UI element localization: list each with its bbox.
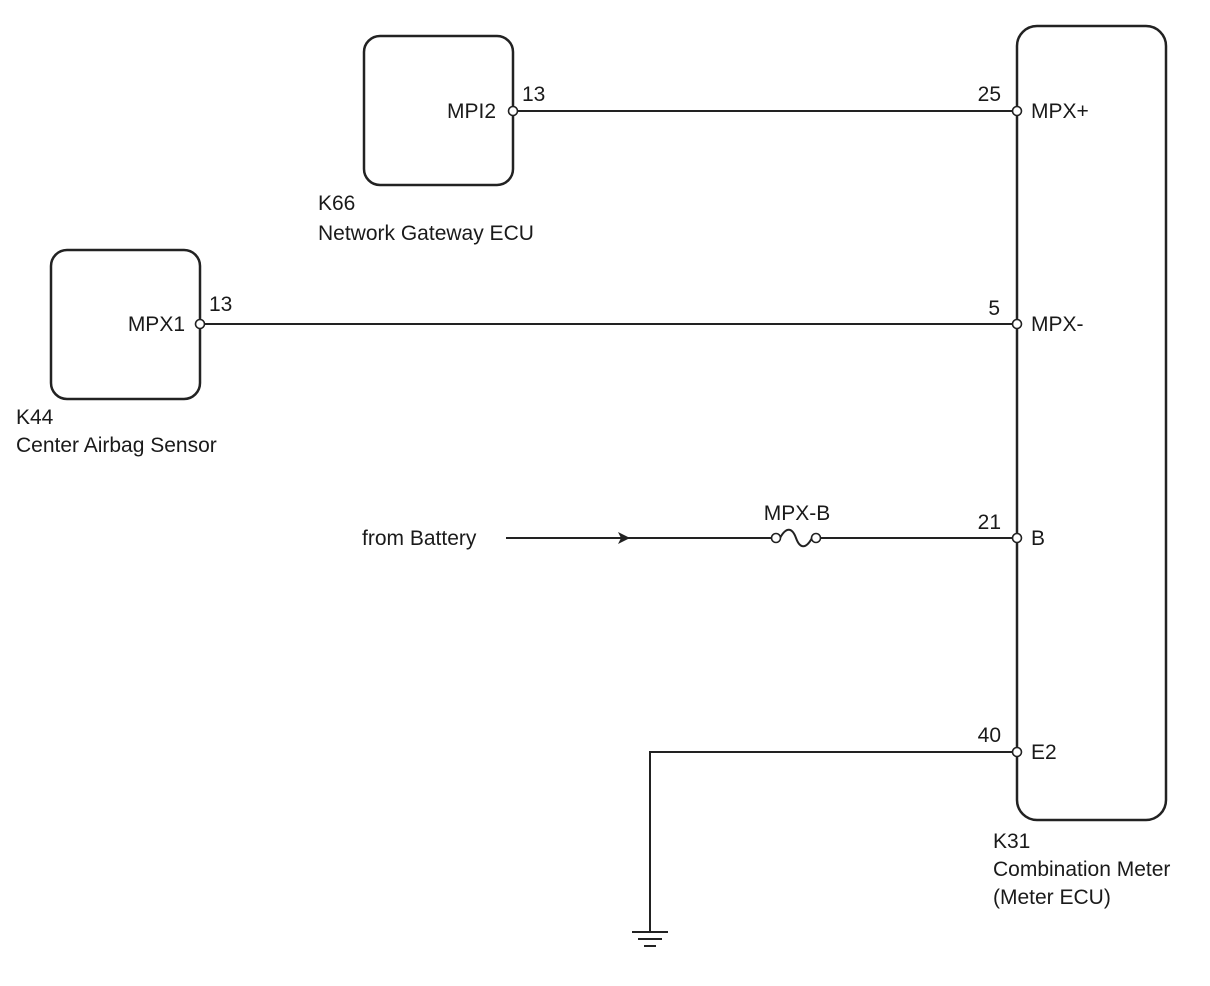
k44-pin-label: MPX1 xyxy=(128,313,185,336)
battery-source-label: from Battery xyxy=(362,527,477,550)
fuse-label: MPX-B xyxy=(764,502,831,525)
k31-id: K31 xyxy=(993,830,1030,853)
k44-pin-number: 13 xyxy=(209,293,232,316)
k66-pin-number: 13 xyxy=(522,83,545,106)
k31-combination-meter: MPX+ 25 MPX- 5 B 21 E2 40 K31 Combinatio… xyxy=(978,24,1170,909)
k31-pin-mpx-plus-number: 25 xyxy=(978,83,1001,106)
k66-pin-terminal xyxy=(507,105,519,117)
k44-name: Center Airbag Sensor xyxy=(16,434,217,457)
fuse-terminal-left xyxy=(770,532,782,544)
fuse-mpx-b: MPX-B xyxy=(764,502,831,548)
k31-pin-mpx-minus-number: 5 xyxy=(988,297,1000,320)
k31-pin-mpx-plus-terminal xyxy=(1011,105,1023,117)
k66-id: K66 xyxy=(318,192,355,215)
k31-pin-mpx-minus-terminal xyxy=(1011,318,1023,330)
k66-network-gateway-ecu: MPI2 13 K66 Network Gateway ECU xyxy=(318,34,545,245)
k31-pin-mpx-minus-label: MPX- xyxy=(1031,313,1084,336)
k44-center-airbag-sensor: MPX1 13 K44 Center Airbag Sensor xyxy=(16,248,232,457)
k31-pin-e2-label: E2 xyxy=(1031,741,1057,764)
fuse-terminal-right xyxy=(810,532,822,544)
k31-pin-b-number: 21 xyxy=(978,511,1001,534)
k31-name-line1: Combination Meter xyxy=(993,858,1170,881)
k31-name-line2: (Meter ECU) xyxy=(993,886,1111,909)
k66-name: Network Gateway ECU xyxy=(318,222,534,245)
k44-pin-terminal xyxy=(194,318,206,330)
k44-id: K44 xyxy=(16,406,54,429)
k31-pin-b-label: B xyxy=(1031,527,1045,550)
k31-box xyxy=(1015,24,1168,822)
k31-pin-e2-number: 40 xyxy=(978,724,1001,747)
fuse-icon xyxy=(779,528,813,548)
wire-e2-to-ground xyxy=(649,751,1017,932)
ground-icon xyxy=(632,931,668,947)
k66-pin-label: MPI2 xyxy=(447,100,496,123)
k31-pin-e2-terminal xyxy=(1011,746,1023,758)
k31-pin-b-terminal xyxy=(1011,532,1023,544)
arrow-icon xyxy=(618,532,630,544)
k31-pin-mpx-plus-label: MPX+ xyxy=(1031,100,1089,123)
